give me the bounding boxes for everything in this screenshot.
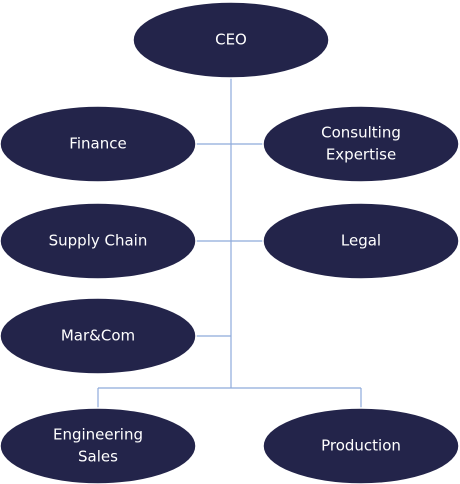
node-mar-com: Mar&Com [0, 297, 197, 375]
node-label-consulting-expertise: Consulting [321, 124, 401, 142]
node-finance: Finance [0, 105, 197, 183]
node-shape-legal [262, 202, 460, 280]
node-production: Production [262, 407, 460, 484]
node-supply-chain: Supply Chain [0, 202, 197, 280]
node-shape-ceo [132, 1, 330, 79]
node-shape-finance [0, 105, 197, 183]
node-label-finance: Finance [69, 135, 126, 153]
node-shape-engineering-sales [0, 407, 197, 484]
node-label-consulting-expertise: Expertise [326, 146, 396, 164]
node-label-mar-com: Mar&Com [61, 327, 135, 345]
node-label-engineering-sales: Sales [78, 448, 118, 466]
node-label-production: Production [321, 437, 401, 455]
node-shape-mar-com [0, 297, 197, 375]
node-shape-production [262, 407, 460, 484]
node-shape-consulting-expertise [262, 105, 460, 183]
node-label-supply-chain: Supply Chain [49, 232, 148, 250]
node-label-ceo: CEO [215, 31, 247, 49]
node-label-legal: Legal [341, 232, 381, 250]
connector-lines [97, 78, 362, 408]
node-ceo: CEO [132, 1, 330, 79]
node-label-engineering-sales: Engineering [53, 426, 143, 444]
node-legal: Legal [262, 202, 460, 280]
node-shape-supply-chain [0, 202, 197, 280]
